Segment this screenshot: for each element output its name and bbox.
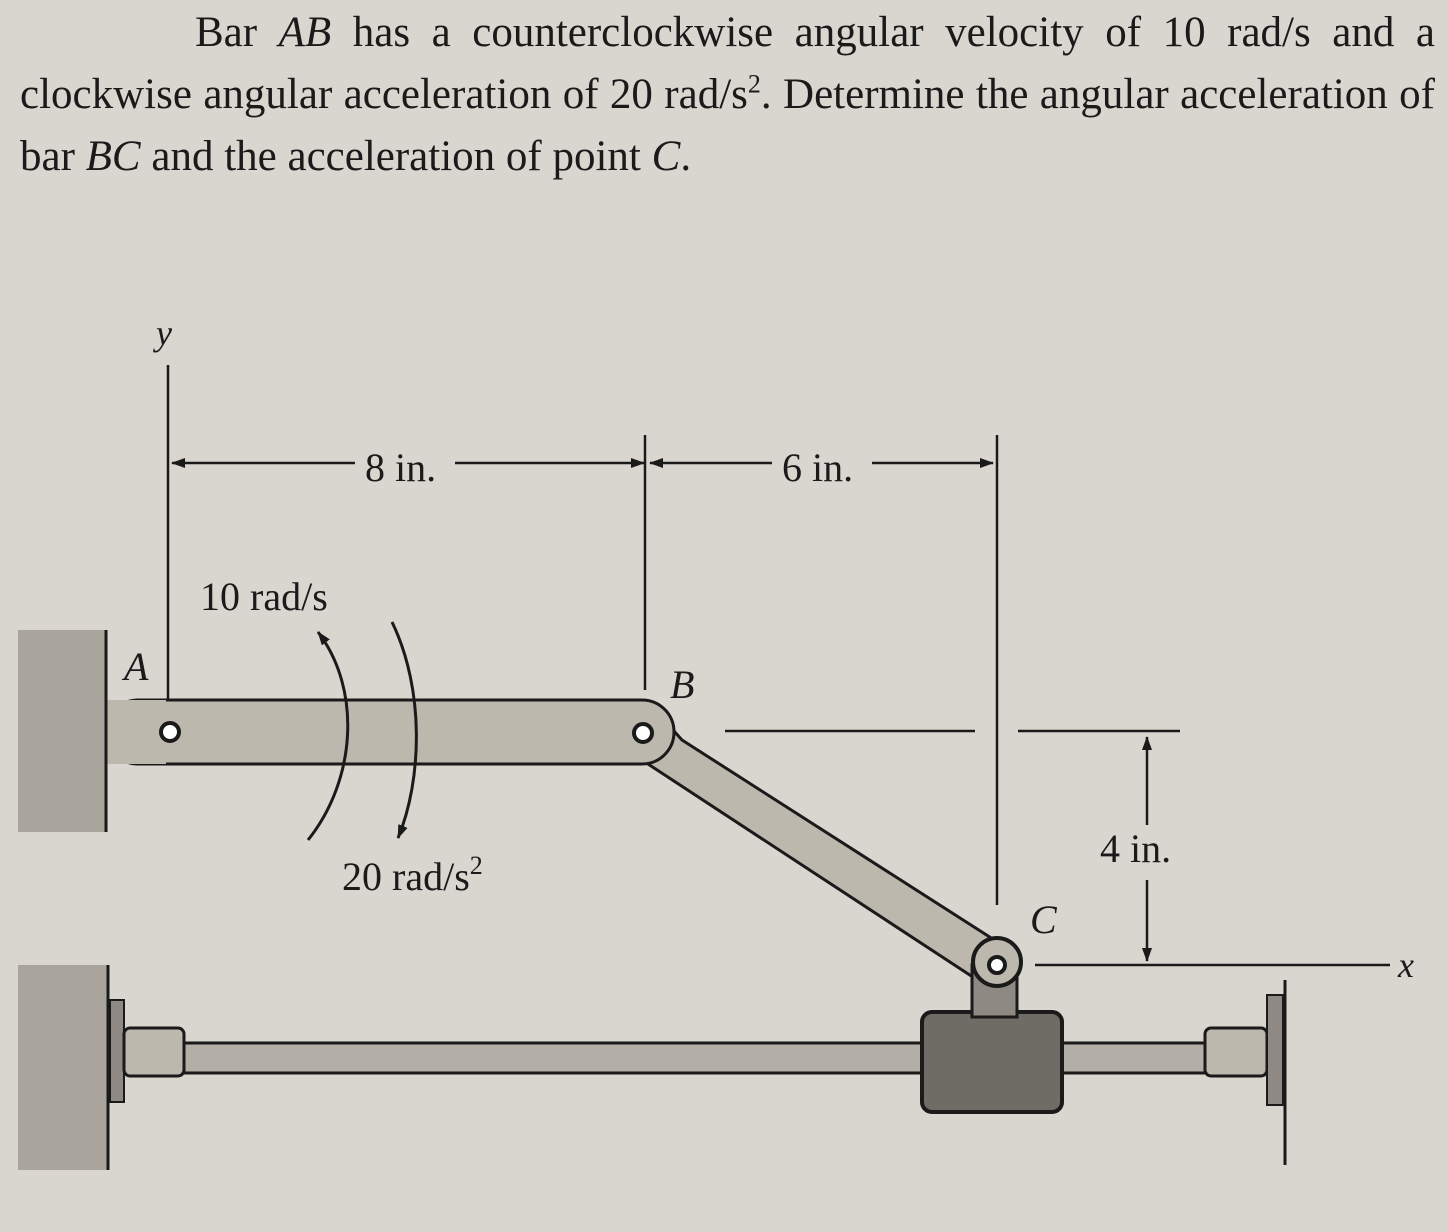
pin-b <box>632 722 654 744</box>
dim-6in-label: 6 in. <box>782 445 853 490</box>
dim-8in-label: 8 in. <box>365 445 436 490</box>
angular-acceleration-label: 20 rad/s2 <box>342 851 483 899</box>
point-c-ref: C <box>651 133 681 180</box>
lower-wall-support <box>18 965 108 1170</box>
point-c-label: C <box>1030 897 1058 942</box>
angular-velocity-label: 10 rad/s <box>200 574 328 619</box>
x-axis-label: x <box>1397 945 1414 985</box>
angular-velocity-arrow <box>306 631 350 841</box>
problem-text-5: . <box>680 133 692 180</box>
problem-text-4: and the acceleration of point <box>140 133 652 180</box>
slider-collar <box>920 1010 1064 1114</box>
bar-ab-wall-joint <box>106 700 166 764</box>
dim-4in-label: 4 in. <box>1100 826 1171 871</box>
problem-text-1: Bar <box>195 9 279 56</box>
angular-acceleration-arrow <box>390 621 418 839</box>
upper-wall-support <box>18 630 106 832</box>
left-flange <box>109 999 125 1103</box>
point-a-label: A <box>121 644 149 689</box>
bar-bc-ref: BC <box>85 133 141 180</box>
right-flange <box>1266 994 1284 1106</box>
bar-ab-ref: AB <box>278 9 332 56</box>
y-axis-label: y <box>153 313 172 353</box>
bar-bc <box>630 700 1012 987</box>
problem-text-2: has a counterclockwise angular velocity … <box>20 9 1435 118</box>
bar-ab <box>104 698 676 766</box>
problem-statement: Bar AB has a counterclockwise angular ve… <box>20 2 1435 188</box>
right-rod-mount <box>1203 1026 1269 1078</box>
pin-a <box>159 721 181 743</box>
point-b-label: B <box>670 662 694 707</box>
problem-paragraph: Bar AB has a counterclockwise angular ve… <box>20 2 1435 188</box>
left-rod-mount <box>122 1026 186 1078</box>
problem-text-3: . Determine the angular acceleration of … <box>20 71 1436 180</box>
problem-exponent: 2 <box>747 69 761 99</box>
pin-c <box>987 955 1007 975</box>
